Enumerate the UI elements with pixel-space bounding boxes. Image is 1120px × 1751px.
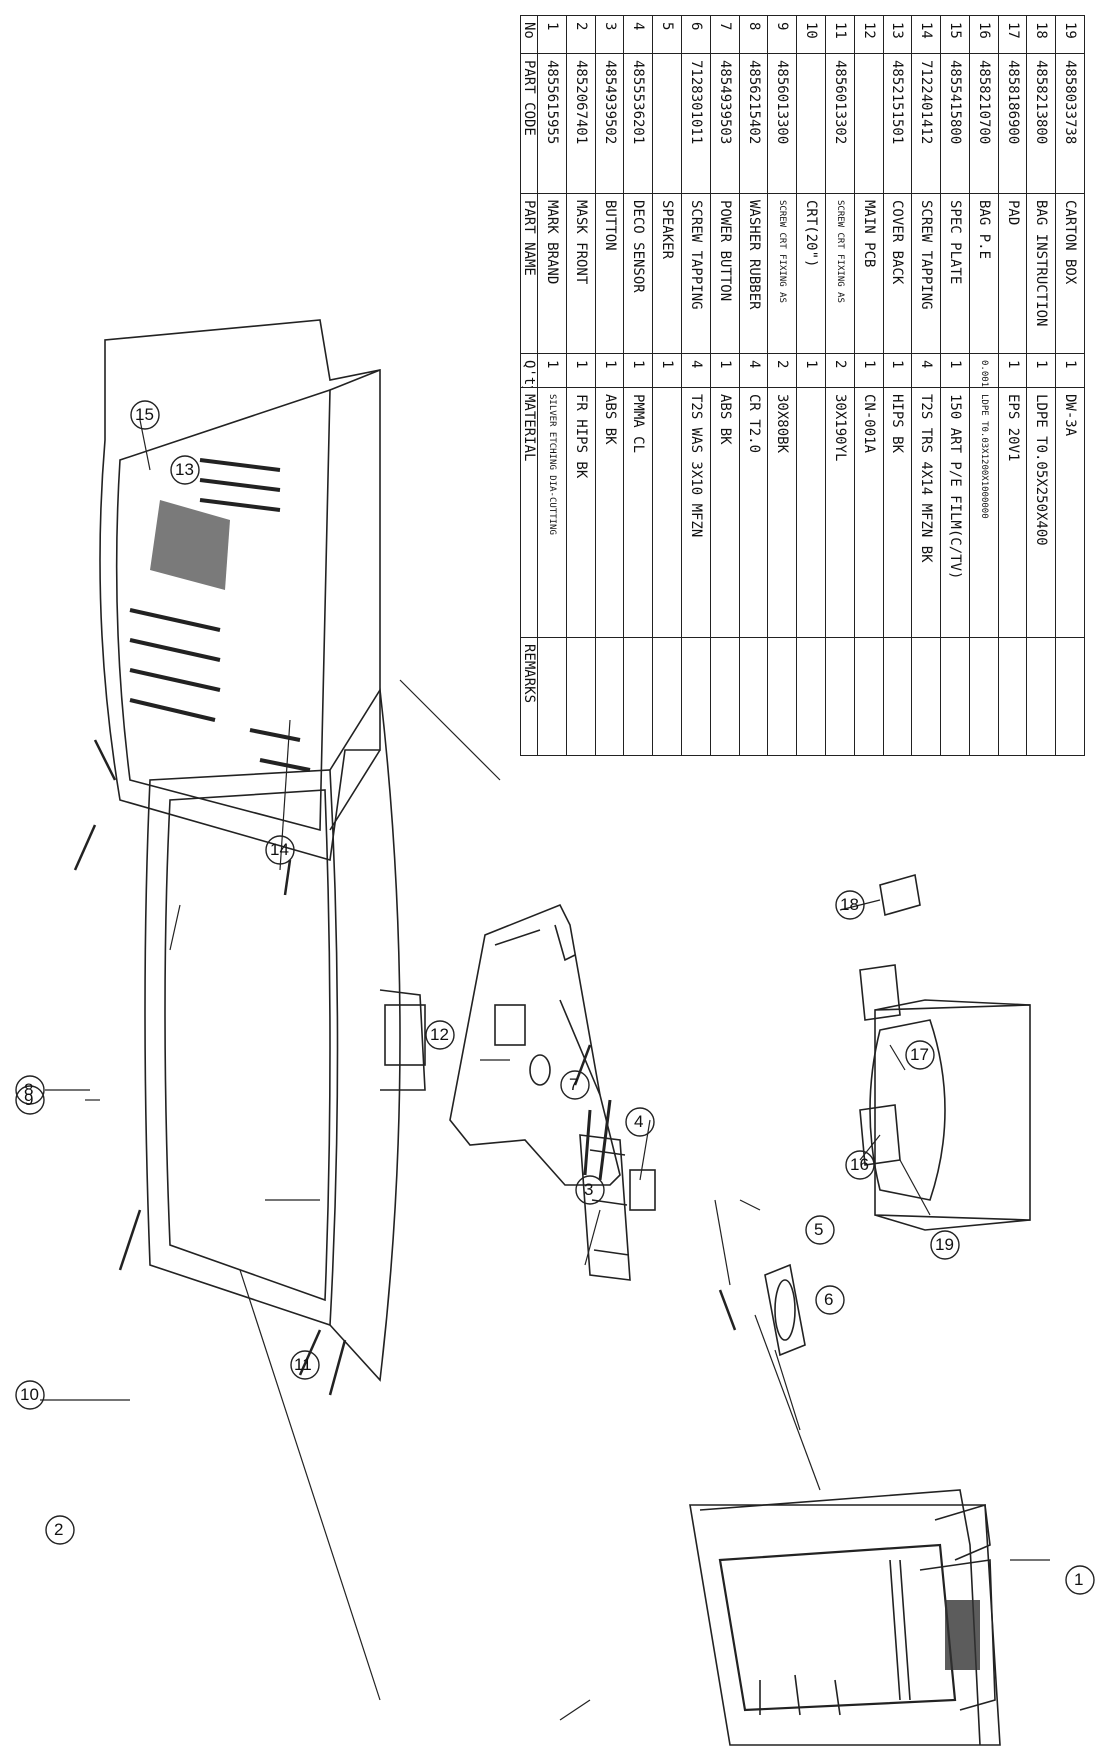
callout-15: 15 [135,405,154,424]
callout-13: 13 [175,460,194,479]
callout-12: 12 [430,1025,449,1044]
callout-9: 9 [24,1090,34,1109]
front-mask-part [689,1489,1001,1746]
speaker-part [764,1263,806,1357]
main-pcb-part [449,903,621,1186]
leader-lines [40,419,1050,1721]
callout-3: 3 [584,1180,594,1199]
callout-5: 5 [814,1220,824,1239]
callout-11: 11 [294,1355,312,1374]
callout-14: 14 [270,840,289,859]
callout-circles [15,400,1095,1595]
screw-parts [73,739,737,1396]
bag-pe-part [869,1019,946,1201]
bag-instruction-part [879,873,921,917]
callout-10: 10 [20,1385,39,1404]
callout-7: 7 [569,1075,579,1094]
callout-8: 8 [24,1080,34,1099]
callout-1: 1 [1074,1570,1084,1589]
callout-19: 19 [935,1235,954,1254]
crt-tube-part [144,687,426,1382]
callout-16: 16 [850,1155,869,1174]
callout-4: 4 [634,1112,644,1131]
callout-6: 6 [824,1290,834,1309]
cover-back-part [99,319,381,862]
callout-17: 17 [910,1045,929,1064]
callout-2: 2 [54,1520,64,1539]
carton-box-part [874,999,1031,1231]
callout-18: 18 [840,895,859,914]
deco-sensor-part [629,1169,656,1211]
